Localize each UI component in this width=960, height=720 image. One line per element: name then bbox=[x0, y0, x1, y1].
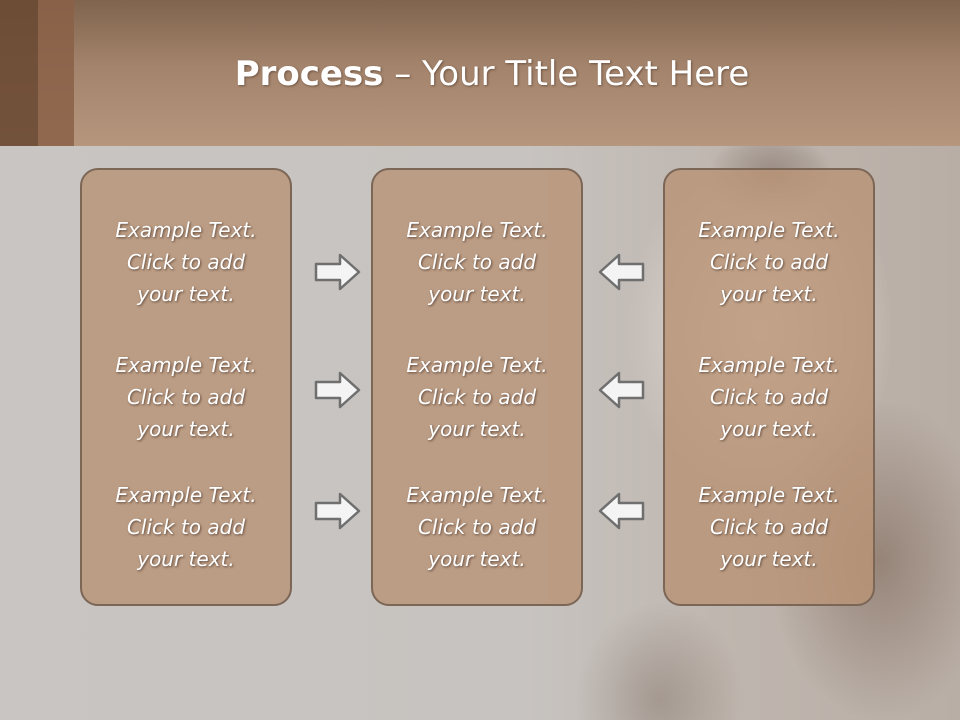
text-placeholder[interactable]: Example Text. Click to add your text. bbox=[373, 349, 581, 445]
text-line: Example Text. bbox=[115, 218, 257, 242]
text-line: your text. bbox=[428, 417, 526, 441]
text-placeholder[interactable]: Example Text. Click to add your text. bbox=[82, 479, 290, 575]
left-arrow-icon bbox=[598, 253, 645, 291]
text-line: Click to add bbox=[709, 515, 829, 539]
title-bold-part: Process bbox=[234, 54, 384, 94]
text-line: Example Text. bbox=[406, 353, 548, 377]
right-arrow-icon bbox=[314, 492, 361, 530]
text-line: your text. bbox=[720, 547, 818, 571]
text-line: Example Text. bbox=[115, 483, 257, 507]
text-line: Click to add bbox=[126, 385, 246, 409]
text-line: Click to add bbox=[126, 250, 246, 274]
right-arrow-icon bbox=[314, 371, 361, 409]
title-rest-part: – Your Title Text Here bbox=[383, 54, 750, 94]
text-line: Click to add bbox=[417, 385, 537, 409]
text-line: Example Text. bbox=[115, 353, 257, 377]
text-line: Click to add bbox=[709, 385, 829, 409]
text-line: Example Text. bbox=[698, 483, 840, 507]
text-line: Click to add bbox=[417, 250, 537, 274]
text-line: your text. bbox=[137, 417, 235, 441]
text-line: your text. bbox=[720, 282, 818, 306]
left-arrow-icon bbox=[598, 371, 645, 409]
text-line: Example Text. bbox=[698, 218, 840, 242]
text-placeholder[interactable]: Example Text. Click to add your text. bbox=[665, 214, 873, 310]
text-line: Example Text. bbox=[698, 353, 840, 377]
title-bar: Process – Your Title Text Here bbox=[0, 0, 960, 146]
process-box-center[interactable]: Example Text. Click to add your text. Ex… bbox=[371, 168, 583, 606]
text-line: your text. bbox=[137, 282, 235, 306]
text-placeholder[interactable]: Example Text. Click to add your text. bbox=[373, 214, 581, 310]
process-box-left[interactable]: Example Text. Click to add your text. Ex… bbox=[80, 168, 292, 606]
text-line: Click to add bbox=[417, 515, 537, 539]
text-line: Example Text. bbox=[406, 218, 548, 242]
text-placeholder[interactable]: Example Text. Click to add your text. bbox=[665, 349, 873, 445]
header-accent-strip bbox=[38, 0, 74, 146]
process-box-right[interactable]: Example Text. Click to add your text. Ex… bbox=[663, 168, 875, 606]
text-line: Click to add bbox=[709, 250, 829, 274]
header-accent-strip bbox=[0, 0, 38, 146]
text-placeholder[interactable]: Example Text. Click to add your text. bbox=[82, 349, 290, 445]
text-line: your text. bbox=[428, 282, 526, 306]
text-placeholder[interactable]: Example Text. Click to add your text. bbox=[82, 214, 290, 310]
text-line: Click to add bbox=[126, 515, 246, 539]
left-arrow-icon bbox=[598, 492, 645, 530]
text-placeholder[interactable]: Example Text. Click to add your text. bbox=[665, 479, 873, 575]
text-line: Example Text. bbox=[406, 483, 548, 507]
right-arrow-icon bbox=[314, 253, 361, 291]
text-line: your text. bbox=[137, 547, 235, 571]
text-line: your text. bbox=[428, 547, 526, 571]
slide-title[interactable]: Process – Your Title Text Here bbox=[0, 52, 960, 96]
text-placeholder[interactable]: Example Text. Click to add your text. bbox=[373, 479, 581, 575]
text-line: your text. bbox=[720, 417, 818, 441]
